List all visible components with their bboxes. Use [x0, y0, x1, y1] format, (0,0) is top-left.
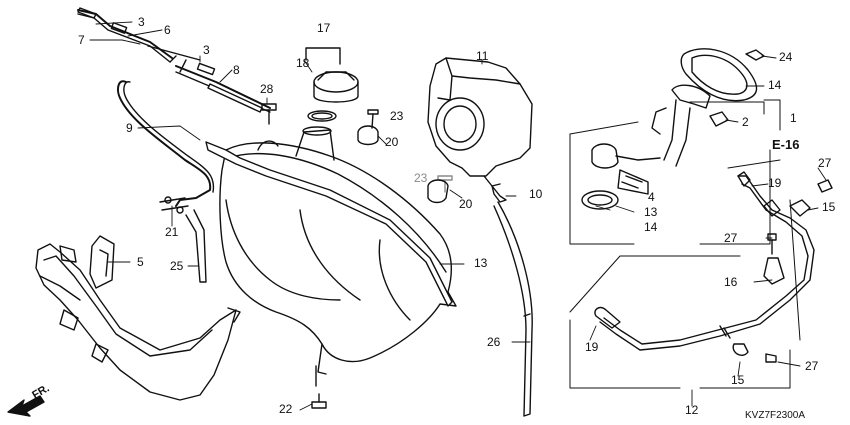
drain-hose: [491, 185, 533, 417]
callout-18: 18: [296, 56, 310, 70]
callout-24: 24: [779, 50, 793, 64]
group-bracket-pump: [569, 99, 781, 245]
fuel-pump: [581, 84, 729, 210]
callout-14-lower: 14: [644, 220, 658, 234]
fuel-tank: [205, 126, 457, 387]
callout-23-lower: 23: [414, 171, 428, 185]
fuel-hose-12: [594, 171, 815, 356]
callout-1: 1: [790, 111, 797, 125]
callout-27-lower: 27: [805, 359, 819, 373]
callout-9: 9: [126, 121, 133, 135]
bolt-22: [311, 393, 327, 409]
grommet-20a: [357, 125, 379, 146]
side-cover-bracket: [35, 235, 241, 401]
callout-15-upper: 15: [822, 200, 836, 214]
bolt-28: [261, 103, 277, 125]
callout-5: 5: [137, 255, 144, 269]
callout-16: 16: [724, 275, 738, 289]
callout-15-lower: 15: [731, 373, 745, 387]
callout-14-upper: 14: [768, 78, 782, 92]
callout-2: 2: [742, 115, 749, 129]
callout-12: 12: [685, 403, 699, 417]
callout-23-upper: 23: [390, 109, 404, 123]
callout-17: 17: [317, 21, 331, 35]
front-direction-arrow: [7, 395, 45, 417]
callout-20-upper: 20: [385, 135, 399, 149]
callout-25: 25: [170, 259, 184, 273]
callout-27-middle: 27: [724, 231, 738, 245]
bolt-23a: [367, 109, 379, 129]
callout-20-lower: 20: [459, 197, 473, 211]
callout-28: 28: [260, 82, 274, 96]
callout-8: 8: [233, 63, 240, 77]
grommet-20b: [427, 179, 449, 204]
callout-19-lower: 19: [585, 340, 599, 354]
callout-26: 26: [487, 335, 501, 349]
breather-tube: [117, 80, 215, 283]
throttle-cable-assembly: [77, 7, 271, 113]
callout-3-lower: 3: [203, 43, 210, 57]
canister: [427, 57, 533, 187]
callout-10: 10: [529, 187, 543, 201]
callout-27-upper: 27: [818, 156, 832, 170]
callout-19-upper: 19: [768, 176, 782, 190]
callout-22: 22: [279, 402, 293, 416]
pump-gasket-cover: [680, 48, 765, 102]
callout-4: 4: [648, 190, 655, 204]
callout-7: 7: [78, 33, 85, 47]
callout-13-pump: 13: [644, 205, 658, 219]
callout-11: 11: [476, 49, 489, 63]
bolt-27c: [765, 353, 777, 363]
fuel-cap: [305, 47, 359, 122]
reference-e16: E-16: [772, 137, 800, 152]
callout-21: 21: [165, 225, 179, 239]
diagram-code: KVZ7F2300A: [745, 410, 806, 421]
callout-6: 6: [164, 23, 171, 37]
group-bracket-hose: [569, 159, 801, 389]
callout-3-upper: 3: [138, 15, 145, 29]
callout-13-tank: 13: [474, 256, 488, 270]
bolt-27a: [817, 179, 833, 193]
leader-lines: [89, 21, 827, 411]
